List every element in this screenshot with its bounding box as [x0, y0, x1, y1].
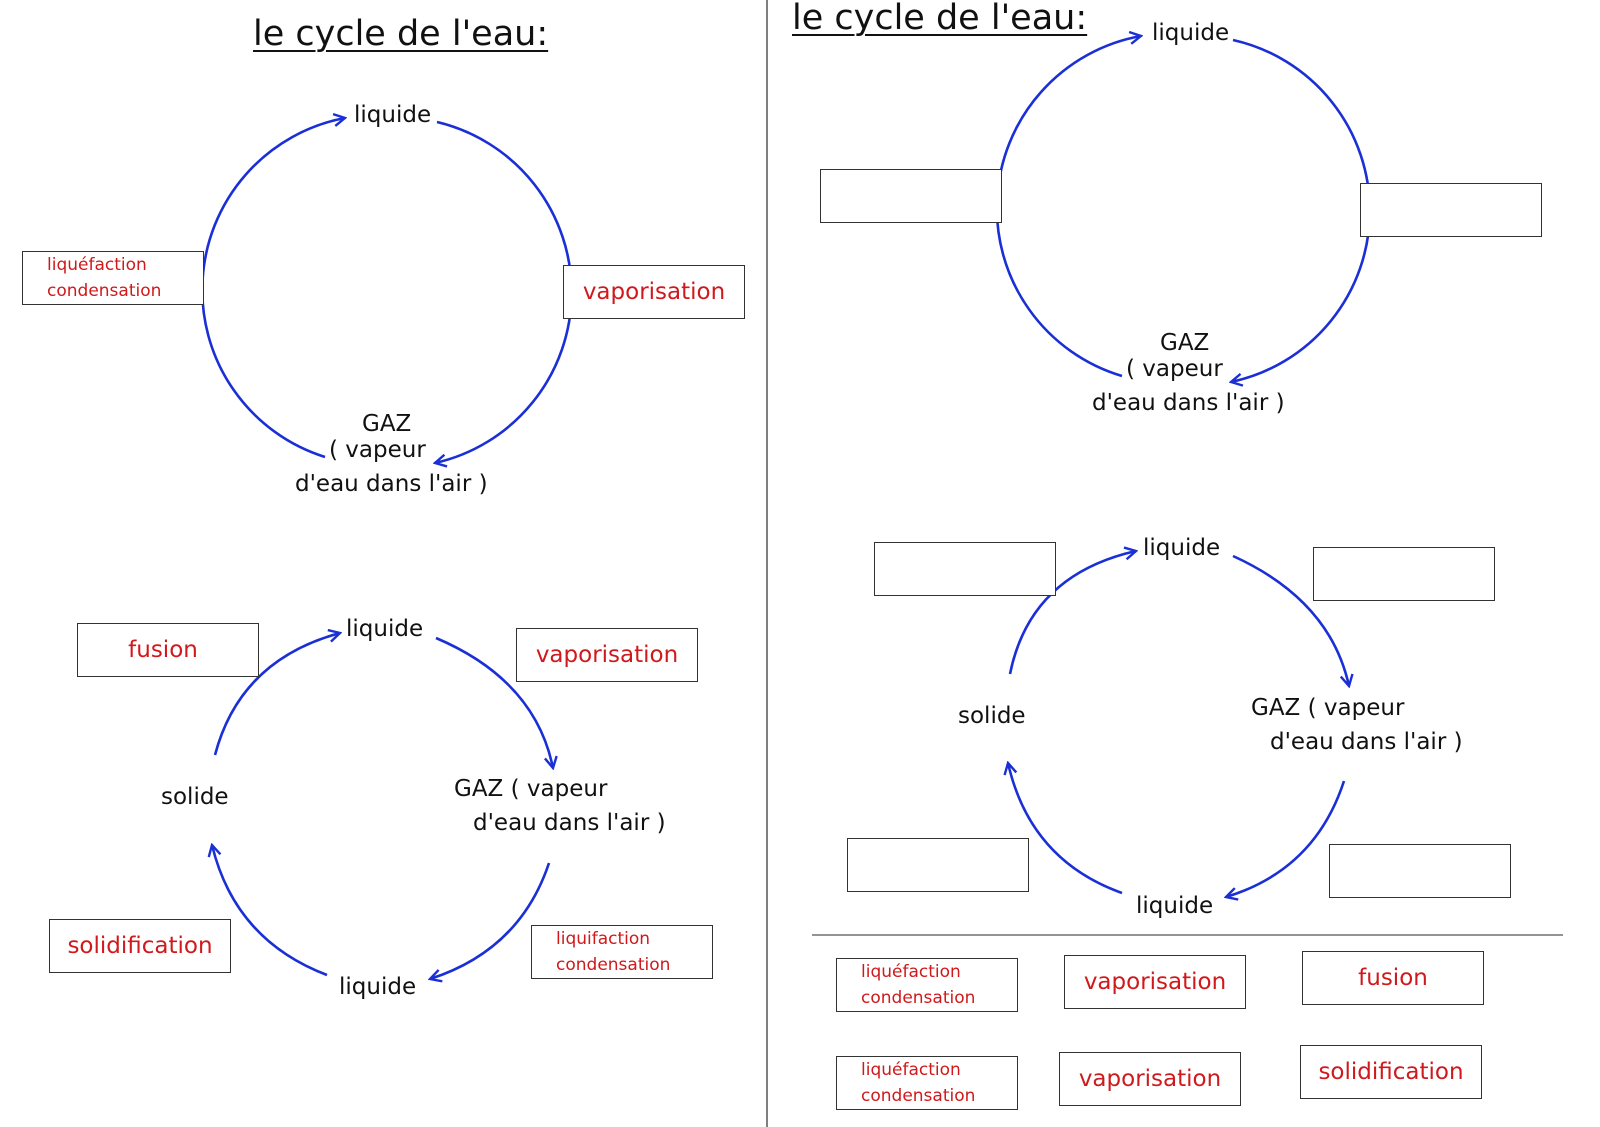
page-title-left: le cycle de l'eau: — [253, 14, 549, 54]
label-eau-dans-air: d'eau dans l'air ) — [295, 471, 488, 497]
box-vaporisation: vaporisation — [563, 265, 745, 319]
box-text-line1: liquifaction — [556, 929, 651, 949]
arrow-solidification-r2 — [1008, 763, 1123, 895]
word-bank-liquefaction-condensation[interactable]: liquéfaction condensation — [836, 1056, 1018, 1110]
box-liquifaction-condensation: liquifaction condensation — [531, 925, 713, 979]
label-eau-dans-air: d'eau dans l'air ) — [1092, 390, 1285, 416]
box-vaporisation: vaporisation — [516, 628, 698, 682]
arrow-condensation-2 — [430, 862, 551, 979]
box-text-line2: condensation — [556, 955, 671, 975]
box-text: vaporisation — [535, 642, 679, 668]
box-text-line2: condensation — [861, 1086, 976, 1106]
box-text: fusion — [128, 637, 198, 663]
arrow-vaporisation-1 — [435, 120, 573, 463]
arrow-vaporisation-r1 — [1231, 38, 1372, 382]
answer-box-empty[interactable] — [847, 838, 1029, 892]
box-text-line1: liquéfaction — [861, 962, 961, 982]
label-eau-dans-air: d'eau dans l'air ) — [1270, 729, 1463, 755]
box-text: solidification — [1318, 1059, 1464, 1085]
answer-box-empty[interactable] — [1329, 844, 1511, 898]
box-text: fusion — [1358, 965, 1428, 991]
box-text: vaporisation — [1083, 969, 1227, 995]
label-solide: solide — [161, 784, 229, 810]
arrow-condensation-r1 — [995, 36, 1141, 378]
box-text: solidification — [67, 933, 213, 959]
box-solidification: solidification — [49, 919, 231, 973]
word-bank-vaporisation[interactable]: vaporisation — [1059, 1052, 1241, 1106]
word-bank-vaporisation[interactable]: vaporisation — [1064, 955, 1246, 1009]
arrow-solidification-2 — [212, 845, 328, 977]
label-liquide-top: liquide — [1143, 535, 1221, 561]
box-fusion: fusion — [77, 623, 259, 677]
label-solide: solide — [958, 703, 1026, 729]
arrow-condensation-1 — [201, 118, 345, 459]
word-bank-liquefaction-condensation[interactable]: liquéfaction condensation — [836, 958, 1018, 1012]
arrow-vaporisation-r2 — [1232, 554, 1349, 686]
label-liquide-top: liquide — [346, 616, 424, 642]
word-bank-fusion[interactable]: fusion — [1302, 951, 1484, 1005]
box-text-line2: condensation — [861, 988, 976, 1008]
label-liquide: liquide — [354, 102, 432, 128]
label-liquide-bottom: liquide — [1136, 893, 1214, 919]
arrow-condensation-r2 — [1226, 780, 1346, 897]
arrow-vaporisation-2 — [435, 636, 553, 768]
box-text-line2: condensation — [47, 281, 162, 301]
label-liquide-bottom: liquide — [339, 974, 417, 1000]
label-liquide: liquide — [1152, 20, 1230, 46]
label-gaz-vapeur: GAZ ( vapeur — [454, 776, 608, 802]
box-liquefaction-condensation: liquéfaction condensation — [22, 251, 204, 305]
arrow-fusion-2 — [213, 633, 340, 756]
answer-box-empty[interactable] — [1313, 547, 1495, 601]
box-text: vaporisation — [1078, 1066, 1222, 1092]
answer-box-empty[interactable] — [874, 542, 1056, 596]
box-text-line1: liquéfaction — [861, 1060, 961, 1080]
label-gaz-vapeur: GAZ ( vapeur — [1251, 695, 1405, 721]
page-title-right: le cycle de l'eau: — [792, 0, 1088, 38]
answer-box-empty[interactable] — [820, 169, 1002, 223]
label-gaz: GAZ — [1160, 330, 1210, 356]
box-text-line1: liquéfaction — [47, 255, 147, 275]
answer-box-empty[interactable] — [1360, 183, 1542, 237]
label-eau-dans-air: d'eau dans l'air ) — [473, 810, 666, 836]
label-vapeur: ( vapeur — [1126, 356, 1223, 382]
word-bank-solidification[interactable]: solidification — [1300, 1045, 1482, 1099]
label-vapeur: ( vapeur — [329, 437, 426, 463]
label-gaz: GAZ — [362, 411, 412, 437]
box-text: vaporisation — [582, 279, 726, 305]
